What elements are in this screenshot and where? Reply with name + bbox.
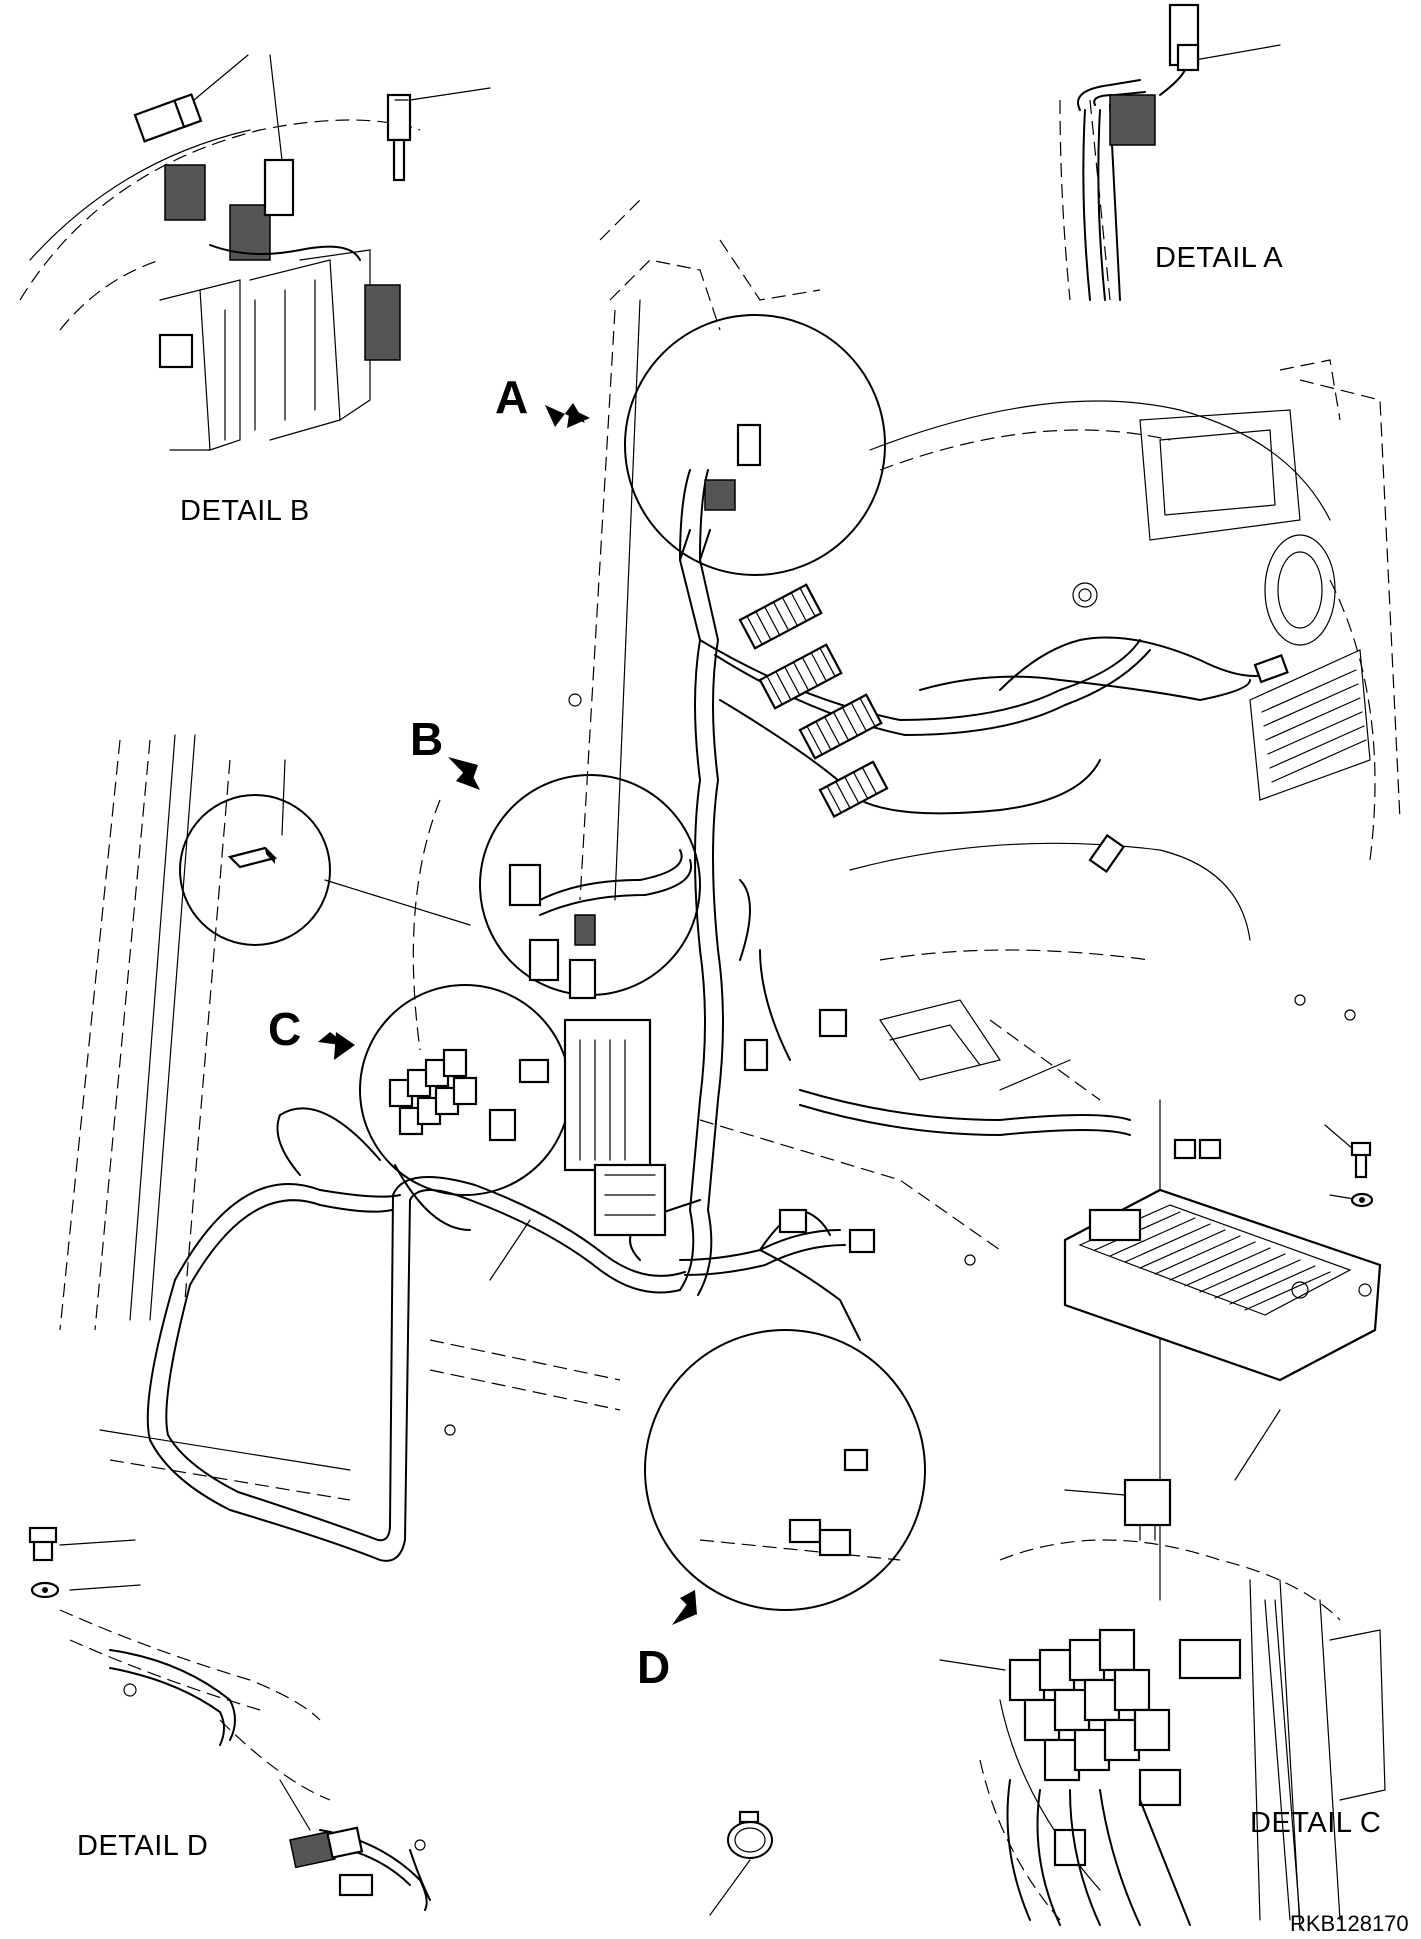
detail-b-label: DETAIL B <box>180 495 310 527</box>
callout-c: C <box>268 1003 302 1055</box>
fuse <box>227 846 278 869</box>
detail-c-label: DETAIL C <box>1250 1807 1382 1839</box>
relay-bank-c <box>388 1048 478 1136</box>
detail-a-drawing <box>1059 3 1200 301</box>
detail-c-drawing <box>979 1478 1386 1931</box>
machine-frame-phantom <box>59 199 1401 1561</box>
callout-d: D <box>637 1641 671 1693</box>
fuse-detail-circle <box>179 794 331 946</box>
leader-lines <box>59 44 1361 1916</box>
controller-unit <box>1063 1188 1382 1382</box>
detail-b-drawing <box>19 93 421 451</box>
callout-a: A <box>495 371 529 423</box>
detail-circle-a <box>624 314 886 576</box>
detail-d-drawing <box>28 1526 431 1911</box>
arrow-a-icon <box>545 403 585 427</box>
detail-circle-d <box>644 1329 926 1611</box>
relay-bank-detail-c <box>1008 1628 1171 1782</box>
harness-connectors <box>388 423 1289 1557</box>
detail-a-label: DETAIL A <box>1155 242 1284 274</box>
main-harness <box>146 469 1266 1562</box>
callout-arrows <box>318 403 697 1625</box>
drawing-code: RKB128170 <box>1290 1911 1409 1936</box>
cable-clamp <box>727 1810 773 1859</box>
bolt-and-washer-right <box>1350 1141 1374 1208</box>
callout-b: B <box>410 713 444 765</box>
detail-d-label: DETAIL D <box>77 1830 209 1862</box>
